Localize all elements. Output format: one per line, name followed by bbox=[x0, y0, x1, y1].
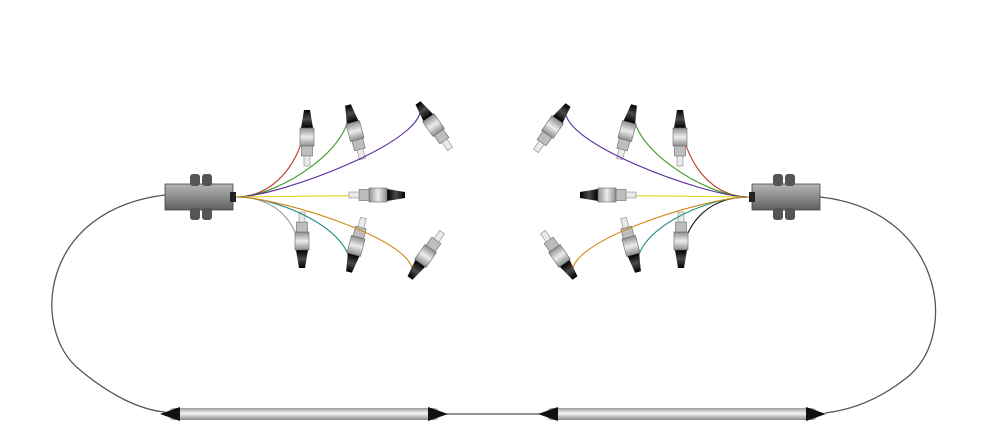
connector-right-3 bbox=[533, 103, 571, 153]
connector-left-2 bbox=[345, 104, 366, 161]
trunk-cable-left-loop bbox=[51, 194, 166, 413]
connector-left-7 bbox=[407, 230, 445, 280]
connector-right-2 bbox=[616, 104, 637, 161]
protection-tube-right bbox=[538, 407, 826, 421]
fiber-fanout-right bbox=[533, 103, 750, 280]
connector-left-4 bbox=[348, 187, 405, 203]
splitter-body-left bbox=[164, 174, 236, 220]
fiber-right-red bbox=[679, 109, 750, 198]
trunk-cable-right-loop bbox=[819, 196, 937, 414]
protection-tube-left bbox=[160, 407, 448, 421]
fiber-left-teal bbox=[235, 196, 351, 273]
connector-left-1 bbox=[299, 110, 315, 167]
connector-right-5 bbox=[673, 211, 689, 268]
connector-right-1 bbox=[672, 110, 688, 167]
connector-right-6 bbox=[620, 216, 641, 273]
fiber-right-teal bbox=[636, 196, 750, 273]
fiber-fanout-left bbox=[235, 101, 453, 280]
fiber-right-green bbox=[632, 104, 750, 198]
connector-right-4 bbox=[580, 187, 637, 203]
connector-left-5 bbox=[294, 211, 310, 268]
connector-left-3 bbox=[415, 101, 453, 151]
connector-left-6 bbox=[346, 216, 367, 273]
fiber-left-green bbox=[235, 104, 350, 198]
fiber-left-orange bbox=[235, 196, 413, 279]
connector-right-7 bbox=[540, 230, 578, 280]
fiber-right-orange bbox=[572, 196, 750, 279]
fiber-left-violet bbox=[235, 102, 421, 198]
fiber-right-violet bbox=[565, 104, 750, 198]
splitter-body-right bbox=[749, 174, 821, 220]
fiber-left-gray bbox=[235, 196, 303, 269]
